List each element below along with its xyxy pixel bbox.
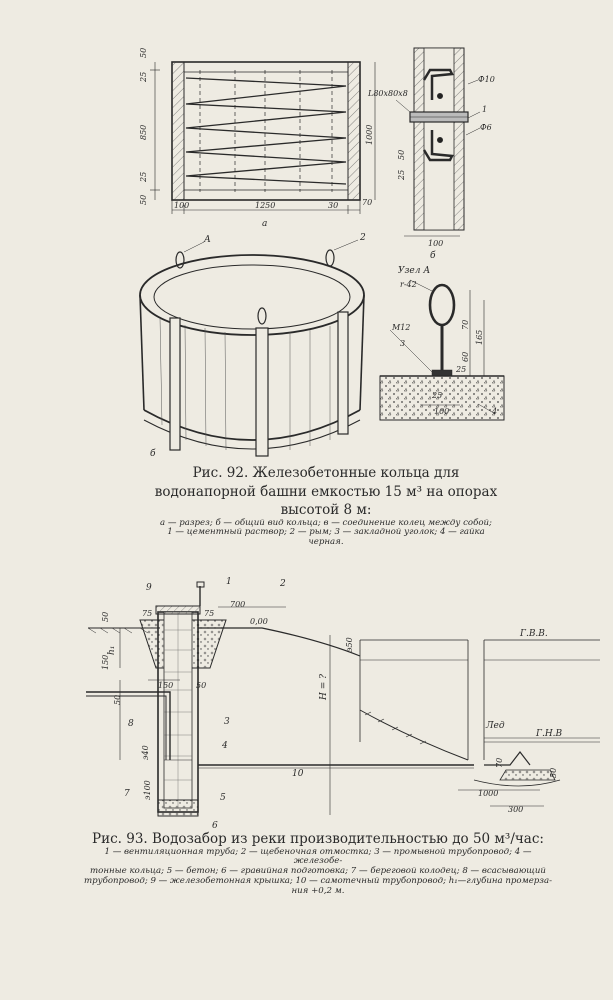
subfigure-a-label: а	[262, 219, 267, 229]
radius-label: r-42	[400, 280, 417, 289]
ring-view-labels: А 2 б	[150, 233, 366, 459]
figure-93-legend-line: ния +0,2 м.	[291, 886, 345, 897]
angle-label: L80x80x8	[367, 89, 408, 98]
figure-93-legend-line: 1 — вентиляционная труба; 2 — щебеночная…	[104, 846, 532, 867]
dim-100: 100	[174, 201, 189, 210]
dim-e100: э100	[143, 780, 152, 800]
item-1-label: 1	[226, 577, 232, 587]
zero-level-label: 0,00	[250, 617, 268, 626]
frost-depth-label: h₁	[107, 646, 117, 655]
detail-A-labels: Узел А r-42 M12 3 4 70 60 165 25 25 100	[391, 266, 497, 416]
dim-25-top: 25	[139, 72, 148, 83]
dim-30: 30	[328, 201, 338, 210]
detail-dim-60: 60	[461, 352, 470, 362]
rebar-d6-label: Ф6	[480, 123, 492, 132]
ice-label: Лед	[485, 721, 505, 731]
dim-1000: 1000	[365, 125, 374, 145]
height-H-label: H = ?	[319, 674, 329, 701]
item-10-label: 10	[292, 769, 304, 779]
dim-50-b: 50	[196, 681, 206, 690]
dim-e40: э40	[141, 745, 150, 760]
joint-dim-50: 50	[397, 150, 406, 160]
figure-92-legend-line: черная.	[308, 537, 344, 548]
high-water-label: Г.В.В.	[519, 629, 548, 639]
figure-93-caption: Рис. 93. Водозабор из реки производитель…	[82, 829, 554, 897]
dim-25-bottom: 25	[139, 172, 148, 183]
ring-section-drawing	[150, 61, 376, 214]
item-5-label: 5	[220, 793, 226, 803]
detail-A-title: Узел А	[398, 266, 430, 276]
figure-92-legend-line: а — разрез; б — общий вид кольца; в — со…	[160, 517, 492, 528]
item-1-label: 1	[482, 105, 487, 114]
bolt-M12-label: M12	[391, 323, 410, 332]
figure-92: 50 25 850 25 50 1000 100 1250 30 70 а L8…	[139, 47, 505, 459]
figure-92-legend-line: 1 — цементный раствор; 2 — рым; 3 — закл…	[167, 527, 485, 538]
callout-A: А	[203, 235, 211, 245]
item-4-label: 4	[221, 741, 228, 751]
figure-93-legend-line: трубопровод; 9 — железобетонная крышка; …	[83, 876, 553, 887]
item-3-label: 3	[400, 339, 405, 348]
dim-700: 700	[230, 600, 245, 609]
dim-75-right: 75	[204, 609, 214, 618]
dim-e50: э50	[345, 637, 354, 652]
item-4-label: 4	[491, 407, 497, 416]
item-9-label: 9	[146, 583, 152, 593]
joint-labels: L80x80x8 Ф10 1 Ф6 50 25 100 б	[367, 75, 495, 261]
item-6-label: 6	[212, 821, 218, 831]
callout-2: 2	[359, 233, 366, 243]
dim-70: 70	[495, 758, 504, 768]
low-water-label: Г.Н.В	[535, 729, 563, 739]
figure-92-title: Рис. 92. Железобетонные кольца для водон…	[154, 465, 498, 519]
detail-dim-100: 100	[434, 407, 449, 416]
dim-75-left: 75	[142, 609, 152, 618]
dim-50-top: 50	[101, 612, 110, 622]
figure-93-title: Рис. 93. Водозабор из реки производитель…	[92, 831, 544, 847]
dim-50-bottom: 50	[139, 195, 148, 205]
detail-dim-165: 165	[475, 330, 484, 345]
figure-93-legend-line: тонные кольца; 5 — бетон; 6 — гравийная …	[90, 866, 546, 877]
figure-92-caption: Рис. 92. Железобетонные кольца для водон…	[140, 463, 512, 548]
ring-joint-drawing	[395, 47, 481, 237]
dim-1000: 1000	[478, 789, 498, 798]
dim-70: 70	[362, 198, 372, 207]
dim-150-b: 150	[158, 681, 173, 690]
dim-50-top: 50	[139, 48, 148, 58]
subfigure-b-label: б	[150, 448, 156, 459]
joint-dim-25: 25	[397, 170, 406, 181]
item-8-label: 8	[128, 719, 134, 729]
ring-general-view	[139, 239, 365, 457]
detail-dim-25b: 25	[431, 391, 442, 400]
dim-50-right: 50	[549, 768, 558, 778]
dim-300: 300	[508, 805, 523, 814]
joint-dim-100: 100	[428, 239, 443, 248]
dim-150: 150	[101, 655, 110, 670]
item-7-label: 7	[124, 789, 130, 799]
item-3-label: 3	[224, 717, 230, 727]
detail-dim-25: 25	[455, 365, 466, 374]
rebar-d10-label: Ф10	[478, 75, 495, 84]
dim-1250: 1250	[255, 201, 275, 210]
section-dimensions: 50 25 850 25 50 1000 100 1250 30 70 а	[139, 48, 374, 229]
item-2-label: 2	[279, 579, 286, 589]
detail-dim-70: 70	[461, 320, 470, 330]
dim-850: 850	[139, 125, 148, 140]
detail-A-drawing	[379, 279, 505, 421]
dim-50-c: 50	[113, 695, 122, 705]
subfigure-v-label: б	[430, 250, 436, 261]
